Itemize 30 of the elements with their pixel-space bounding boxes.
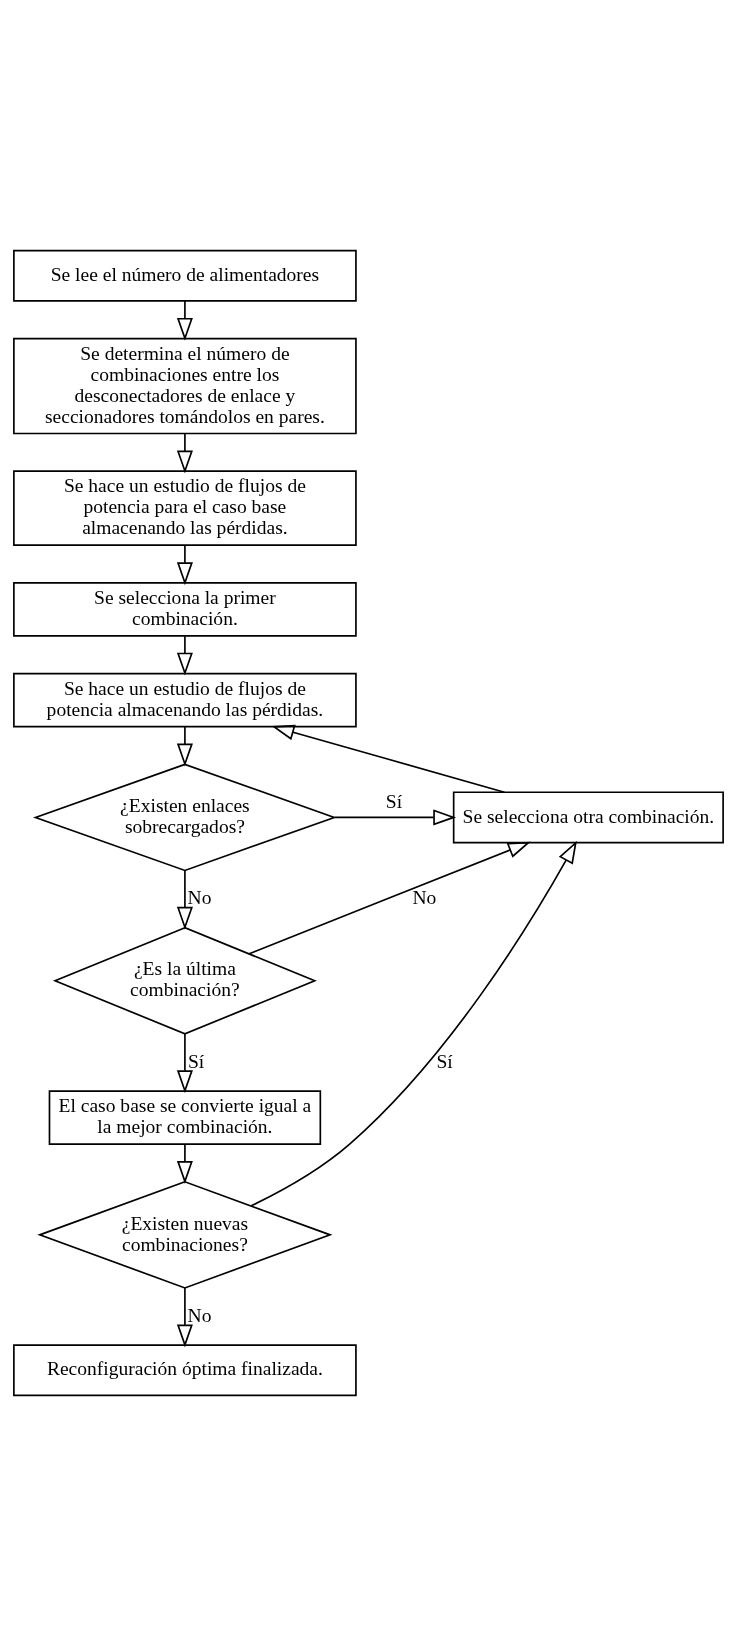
edge-label: No <box>187 887 212 909</box>
node-box: Se selecciona otra combinación. <box>452 791 724 844</box>
arrow <box>176 1033 193 1094</box>
node-box: Se selecciona la primer combinación. <box>13 582 357 637</box>
node-diamond: ¿Existen enlaces sobrecargados? <box>33 763 337 872</box>
node-box: Se hace un estudio de flujos de potencia almacenando las pérdidas. <box>13 672 357 728</box>
edge-label: No <box>412 887 437 909</box>
arrow <box>176 433 193 474</box>
node-box: Se determina el número de combinaciones entre los desconectadores de enlace y seccionadores tomándolos en pares. <box>13 337 357 435</box>
arrow <box>176 635 193 676</box>
node-diamond: ¿Existen nuevas combinaciones? <box>37 1180 333 1289</box>
edge-label: Sí <box>385 790 403 812</box>
node-box: Se hace un estudio de flujos de potencia para el caso base almacenando las pérdidas. <box>13 470 357 546</box>
node-box: El caso base se convierte igual a la mejor combinación. <box>48 1090 322 1145</box>
arrow <box>271 724 506 794</box>
edge-label: Sí <box>436 1050 453 1072</box>
arrow <box>176 1143 193 1184</box>
arrow <box>176 869 193 930</box>
edge-label: No <box>187 1304 212 1326</box>
arrow <box>176 300 193 341</box>
edge-label: Sí <box>187 1050 205 1072</box>
arrow <box>248 841 531 955</box>
arrow <box>333 809 457 826</box>
node-box: Se lee el número de alimentadores <box>13 249 357 302</box>
arrow <box>176 1287 193 1348</box>
arrow <box>250 840 577 1207</box>
arrow <box>176 544 193 586</box>
arrow <box>176 726 193 767</box>
node-diamond: ¿Es la última combinación? <box>52 926 317 1035</box>
node-box: Reconfiguración óptima finalizada. <box>13 1344 357 1397</box>
